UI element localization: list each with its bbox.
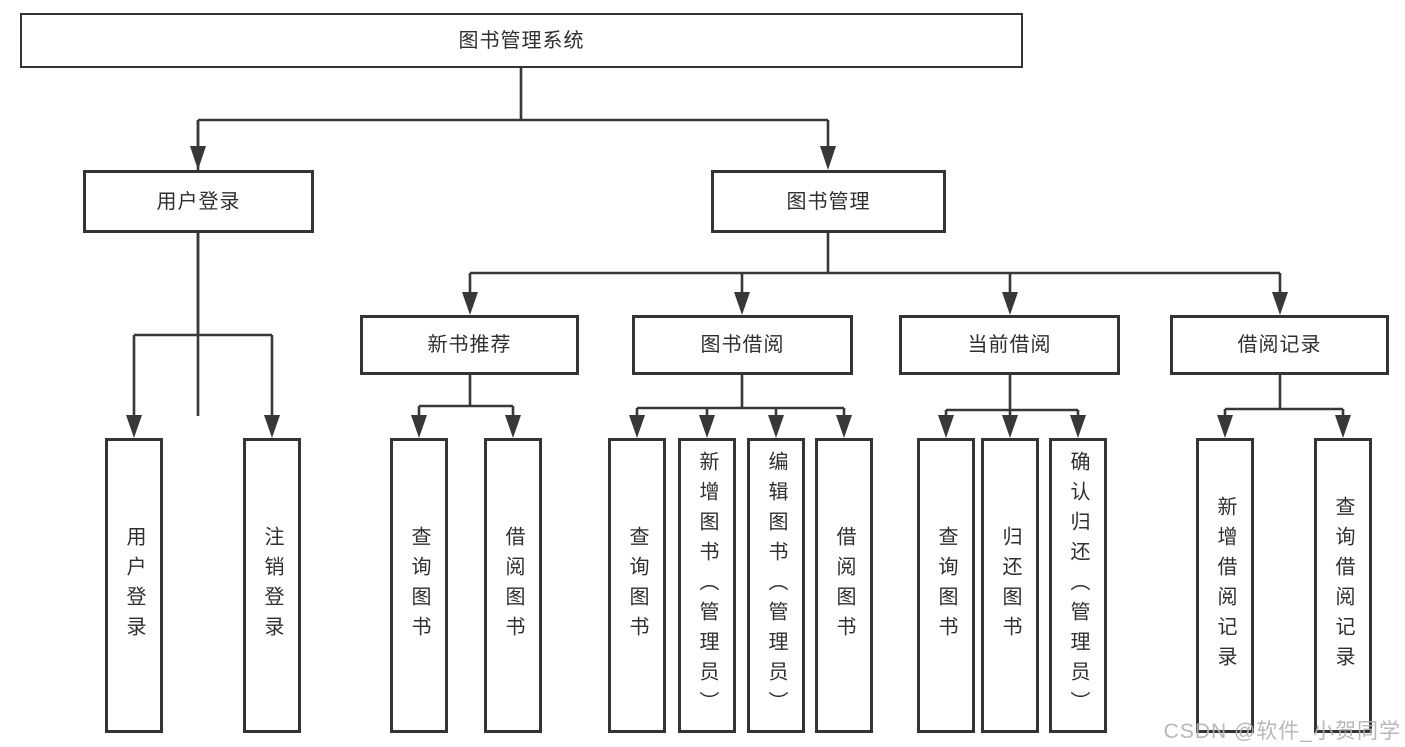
node-label: 用户登录: [156, 190, 241, 213]
leaf-label: 归还图书: [999, 525, 1021, 646]
node-label: 图书管理系统: [458, 29, 585, 52]
leaf-label: 查询图书: [935, 525, 957, 646]
node-current-borrow: 当前借阅: [899, 315, 1120, 375]
node-new-book-recommend: 新书推荐: [360, 315, 579, 375]
leaf-label: 查询图书: [408, 525, 430, 646]
leaf-return-book: 归还图书: [981, 438, 1039, 733]
leaf-edit-book-admin: 编辑图书（管理员）: [747, 438, 805, 733]
node-label: 图书管理: [786, 190, 871, 213]
leaf-label: 注销登录: [261, 525, 283, 646]
node-label: 图书借阅: [700, 334, 785, 356]
leaf-query-books-borrow: 查询图书: [608, 438, 666, 733]
node-user-login: 用户登录: [83, 170, 314, 233]
leaf-query-books-current: 查询图书: [917, 438, 975, 733]
leaf-label: 借阅图书: [502, 525, 524, 646]
leaf-label: 新增图书（管理员）: [696, 450, 718, 721]
leaf-borrow-books: 借阅图书: [815, 438, 873, 733]
node-borrow-records: 借阅记录: [1170, 315, 1389, 375]
node-system-root: 图书管理系统: [20, 13, 1023, 68]
leaf-label: 用户登录: [123, 525, 145, 646]
leaf-label: 编辑图书（管理员）: [765, 450, 787, 721]
leaf-label: 新增借阅记录: [1214, 495, 1236, 676]
node-label: 当前借阅: [967, 334, 1052, 356]
node-book-management: 图书管理: [711, 170, 946, 233]
leaf-user-login: 用户登录: [105, 438, 163, 733]
leaf-query-books-recommend: 查询图书: [390, 438, 448, 733]
leaf-query-borrow-record: 查询借阅记录: [1314, 438, 1372, 733]
leaf-label: 借阅图书: [833, 525, 855, 646]
leaf-label: 查询借阅记录: [1332, 495, 1354, 676]
node-label: 借阅记录: [1237, 334, 1322, 356]
arrowhead-icons: [126, 146, 1351, 438]
leaf-borrow-books-recommend: 借阅图书: [484, 438, 542, 733]
leaf-confirm-return-admin: 确认归还（管理员）: [1049, 438, 1107, 733]
node-label: 新书推荐: [427, 334, 512, 356]
leaf-add-borrow-record: 新增借阅记录: [1196, 438, 1254, 733]
node-book-borrow: 图书借阅: [632, 315, 853, 375]
leaf-label: 查询图书: [626, 525, 648, 646]
leaf-add-book-admin: 新增图书（管理员）: [678, 438, 736, 733]
leaf-label: 确认归还（管理员）: [1067, 450, 1089, 721]
leaf-logout: 注销登录: [243, 438, 301, 733]
